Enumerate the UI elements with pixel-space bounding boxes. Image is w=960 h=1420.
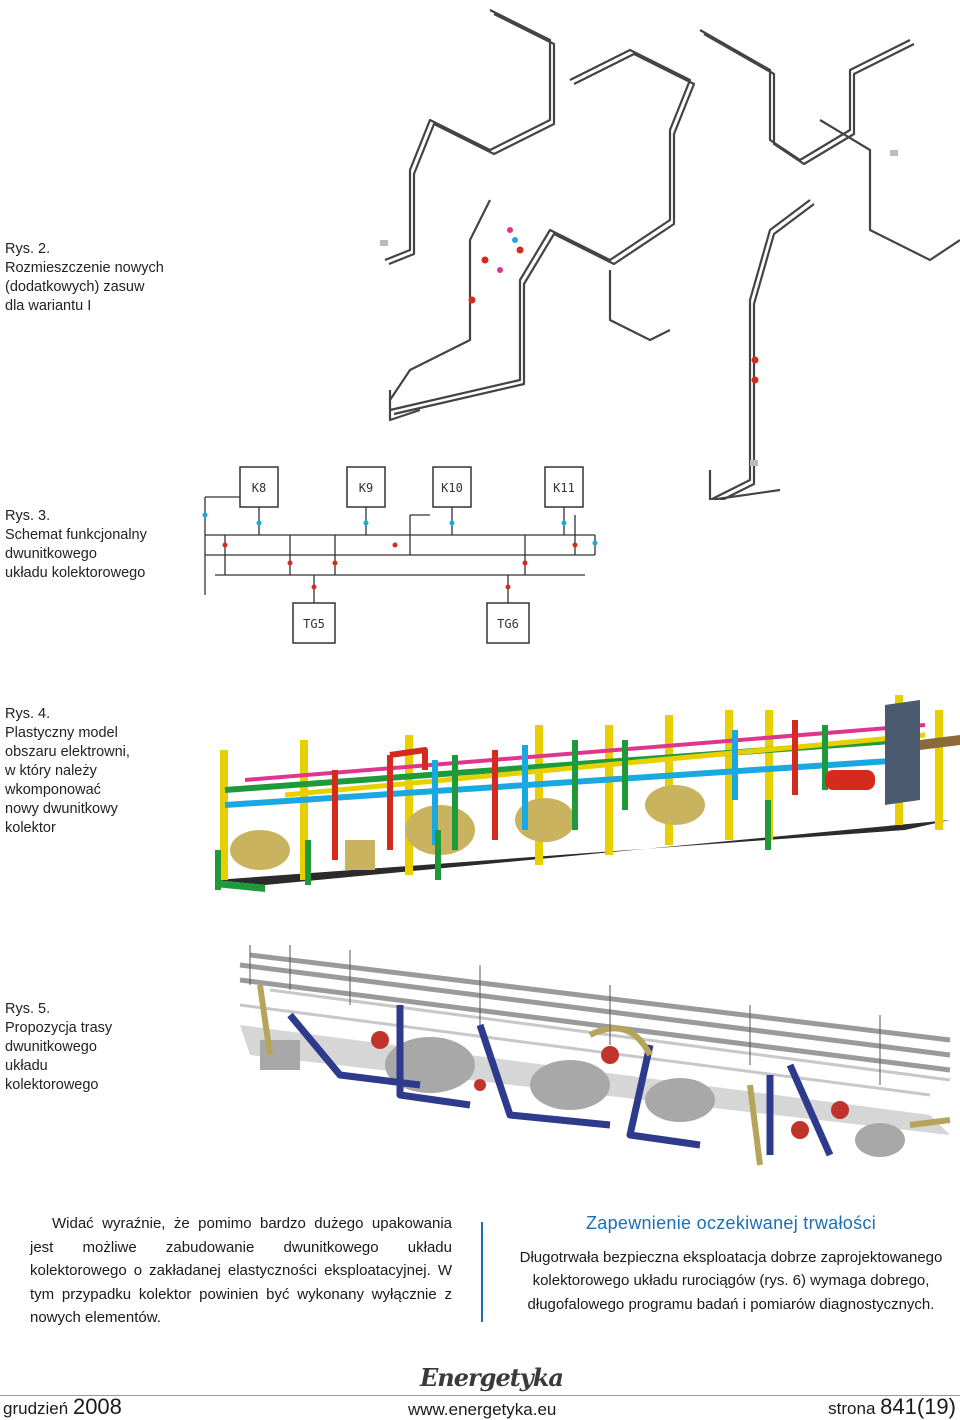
energetyka-logo: Energetyka: [420, 1363, 564, 1392]
caption-line: Propozycja trasy: [5, 1020, 113, 1036]
page-num: 841(19): [880, 1394, 956, 1419]
caption-line: Plastyczny model: [5, 725, 118, 741]
section-heading: Zapewnienie oczekiwanej trwałości: [585, 1213, 877, 1233]
collector-label: K8: [252, 481, 266, 495]
caption-line: (dodatkowych) zasuw: [5, 279, 145, 295]
caption-line: wkomponować: [5, 782, 101, 798]
body-right-column: Zapewnienie oczekiwanej trwałości Długot…: [505, 1212, 957, 1316]
caption-line: w który należy: [5, 763, 97, 779]
collector-label: K10: [441, 481, 463, 495]
turbine-label: TG6: [497, 617, 519, 631]
caption-line: kolektorowego: [5, 1077, 99, 1093]
caption-number: Rys. 3.: [5, 508, 51, 524]
collector-label: K11: [553, 481, 575, 495]
page-label: strona: [828, 1399, 876, 1418]
caption-line: nowy dwunitkowy: [5, 801, 118, 817]
body-paragraph: Długotrwała bezpieczna eksploatacja dobr…: [519, 1248, 943, 1313]
body-paragraph: Widać wyraźnie, że pomimo bardzo dużego …: [30, 1215, 452, 1326]
caption-line: Rozmieszczenie nowych: [5, 260, 164, 276]
footer-page-number: strona 841(19): [828, 1394, 956, 1420]
caption-number: Rys. 2.: [5, 241, 51, 257]
body-left-column: Widać wyraźnie, że pomimo bardzo dużego …: [30, 1212, 452, 1330]
collector-schematic: K8 K9 K10 K11 TG5 TG6: [202, 466, 598, 644]
caption-line: Schemat funkcjonalny: [5, 527, 147, 543]
caption-rys2: Rys. 2. Rozmieszczenie nowych (dodatkowy…: [5, 240, 164, 316]
caption-line: dwunitkowego: [5, 1039, 97, 1055]
footer-url[interactable]: www.energetyka.eu: [408, 1400, 557, 1419]
turbine-box: [486, 602, 530, 644]
turbine-label: TG5: [303, 617, 325, 631]
column-divider: [481, 1222, 483, 1322]
plant-3d-model: [215, 695, 960, 892]
caption-rys5: Rys. 5. Propozycja trasy dwunitkowego uk…: [5, 1000, 112, 1095]
collector-route-3d: [239, 945, 951, 1166]
caption-line: dwunitkowego: [5, 546, 97, 562]
collector-box: [544, 466, 584, 508]
caption-line: układu kolektorowego: [5, 565, 146, 581]
footer-month: grudzień: [3, 1399, 69, 1418]
caption-line: kolektor: [5, 820, 56, 836]
caption-number: Rys. 5.: [5, 1001, 51, 1017]
footer-date: grudzień 2008: [3, 1394, 122, 1420]
footer-divider: [0, 1395, 960, 1396]
caption-rys3: Rys. 3. Schemat funkcjonalny dwunitkoweg…: [5, 507, 147, 583]
caption-number: Rys. 4.: [5, 706, 51, 722]
collector-label: K9: [359, 481, 373, 495]
caption-rys4: Rys. 4. Plastyczny model obszaru elektro…: [5, 705, 130, 838]
footer-year: 2008: [72, 1394, 122, 1419]
caption-line: obszaru elektrowni,: [5, 744, 130, 760]
caption-line: układu: [5, 1058, 48, 1074]
pipe-routing-figure: [380, 9, 960, 500]
caption-line: dla wariantu I: [5, 298, 92, 314]
